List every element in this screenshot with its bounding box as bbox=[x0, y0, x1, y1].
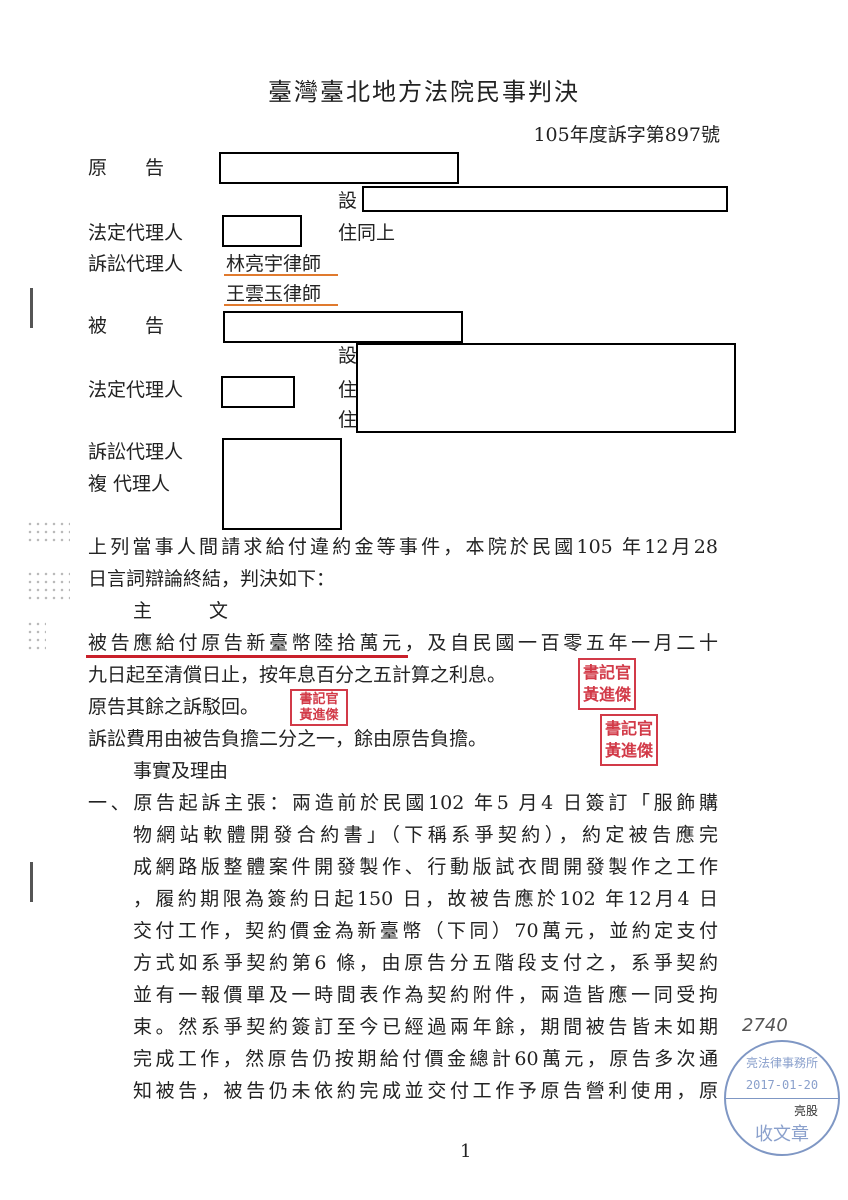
redaction-counsel bbox=[222, 438, 342, 530]
redaction-defendant bbox=[223, 311, 463, 343]
facts-line: ，履約期限為簽約日起150 日，故被告應於102 年12月4 日 bbox=[133, 888, 718, 910]
counsel-2: 王雲玉律師 bbox=[226, 283, 322, 305]
facts-line: 並有一報價單及一時間表作為契約附件，兩造皆應一同受拘 bbox=[133, 984, 718, 1006]
facts-line: 物網站軟體開發合約書」（下稱系爭契約），約定被告應完 bbox=[133, 824, 718, 846]
main-text-line: 九日起至清償日止，按年息百分之五計算之利息。 bbox=[88, 664, 507, 686]
seal-title: 書記官 bbox=[299, 692, 339, 707]
seal-name: 黃進傑 bbox=[582, 685, 631, 704]
handwritten-number: 2740 bbox=[742, 1015, 788, 1036]
counsel-1: 林亮宇律師 bbox=[226, 253, 322, 275]
clerk-seal: 書記官黃進傑 bbox=[578, 658, 636, 710]
redaction-legal-rep-2 bbox=[221, 376, 295, 408]
amount-underline bbox=[86, 655, 408, 658]
receipt-stamp: 亮法律事務所 2017-01-20 亮股 收文章 bbox=[724, 1040, 840, 1156]
document-title: 臺灣臺北地方法院民事判決 bbox=[268, 78, 580, 106]
stamp-label: 收文章 bbox=[755, 1124, 809, 1145]
plaintiff-label: 原 告 bbox=[88, 157, 165, 179]
punch-dots bbox=[26, 570, 70, 600]
intro-line: 上列當事人間請求給付違約金等事件，本院於民國105 年12月28 bbox=[88, 536, 718, 558]
legal-rep-label-2: 法定代理人 bbox=[88, 379, 184, 401]
stamp-section: 亮股 bbox=[793, 1104, 818, 1118]
redaction-plaintiff bbox=[219, 152, 459, 184]
residence-label-2: 住 bbox=[338, 409, 358, 431]
punch-dots bbox=[26, 520, 70, 544]
facts-line: 方式如系爭契約第6 條，由原告分五階段支付之，系爭契約 bbox=[133, 952, 718, 974]
facts-line: 束。然系爭契約簽訂至今已經過兩年餘，期間被告皆未如期 bbox=[133, 1016, 718, 1038]
same-address: 住同上 bbox=[338, 222, 396, 244]
redaction-defendant-addresses bbox=[356, 343, 736, 433]
main-heading: 主 文 bbox=[133, 600, 229, 622]
stamp-firm: 亮法律事務所 bbox=[745, 1056, 818, 1070]
facts-heading: 事實及理由 bbox=[133, 760, 229, 782]
seal-title: 書記官 bbox=[582, 663, 631, 682]
sub-agent-label: 複 代理人 bbox=[88, 473, 171, 495]
margin-mark bbox=[30, 862, 33, 902]
address-label-2: 設 bbox=[338, 345, 358, 367]
margin-mark bbox=[30, 288, 33, 328]
punch-dots bbox=[26, 620, 46, 650]
address-label: 設 bbox=[338, 190, 358, 212]
redaction-legal-rep bbox=[222, 215, 302, 247]
stamp-date: 2017-01-20 bbox=[745, 1078, 819, 1092]
legal-rep-label: 法定代理人 bbox=[88, 222, 184, 244]
facts-line: 完成工作，然原告仍按期給付價金總計60萬元，原告多次通 bbox=[133, 1048, 718, 1070]
residence-label-1: 住 bbox=[338, 379, 358, 401]
counsel-2-underline bbox=[224, 304, 338, 306]
case-number: 105年度訴字第897號 bbox=[533, 124, 720, 146]
seal-name: 黃進傑 bbox=[299, 708, 339, 723]
intro-line: 日言詞辯論終結，判決如下： bbox=[88, 568, 336, 590]
seal-name: 黃進傑 bbox=[604, 741, 653, 760]
clerk-seal: 書記官黃進傑 bbox=[290, 689, 348, 726]
counsel-label-2: 訴訟代理人 bbox=[88, 441, 184, 463]
main-text-line: 訴訟費用由被告負擔二分之一，餘由原告負擔。 bbox=[88, 728, 488, 750]
clerk-seal: 書記官黃進傑 bbox=[600, 714, 658, 766]
counsel-1-underline bbox=[224, 274, 338, 276]
facts-line: 交付工作，契約價金為新臺幣（下同）70萬元，並約定支付 bbox=[133, 920, 718, 942]
main-text-line: 原告其餘之訴駁回。 bbox=[88, 696, 260, 718]
redaction-plaintiff-address bbox=[362, 186, 728, 212]
facts-line: 知被告，被告仍未依約完成並交付工作予原告營利使用，原 bbox=[133, 1080, 718, 1102]
seal-title: 書記官 bbox=[604, 719, 653, 738]
main-text-line: 被告應給付原告新臺幣陸拾萬元，及自民國一百零五年一月二十 bbox=[88, 632, 718, 654]
page-number: 1 bbox=[460, 1141, 472, 1162]
facts-line: 一、原告起訴主張：兩造前於民國102 年5 月4 日簽訂「服飾購 bbox=[88, 792, 718, 814]
facts-line: 成網路版整體案件開發製作、行動版試衣間開發製作之工作 bbox=[133, 856, 718, 878]
defendant-label: 被 告 bbox=[88, 315, 165, 337]
counsel-label: 訴訟代理人 bbox=[88, 253, 184, 275]
